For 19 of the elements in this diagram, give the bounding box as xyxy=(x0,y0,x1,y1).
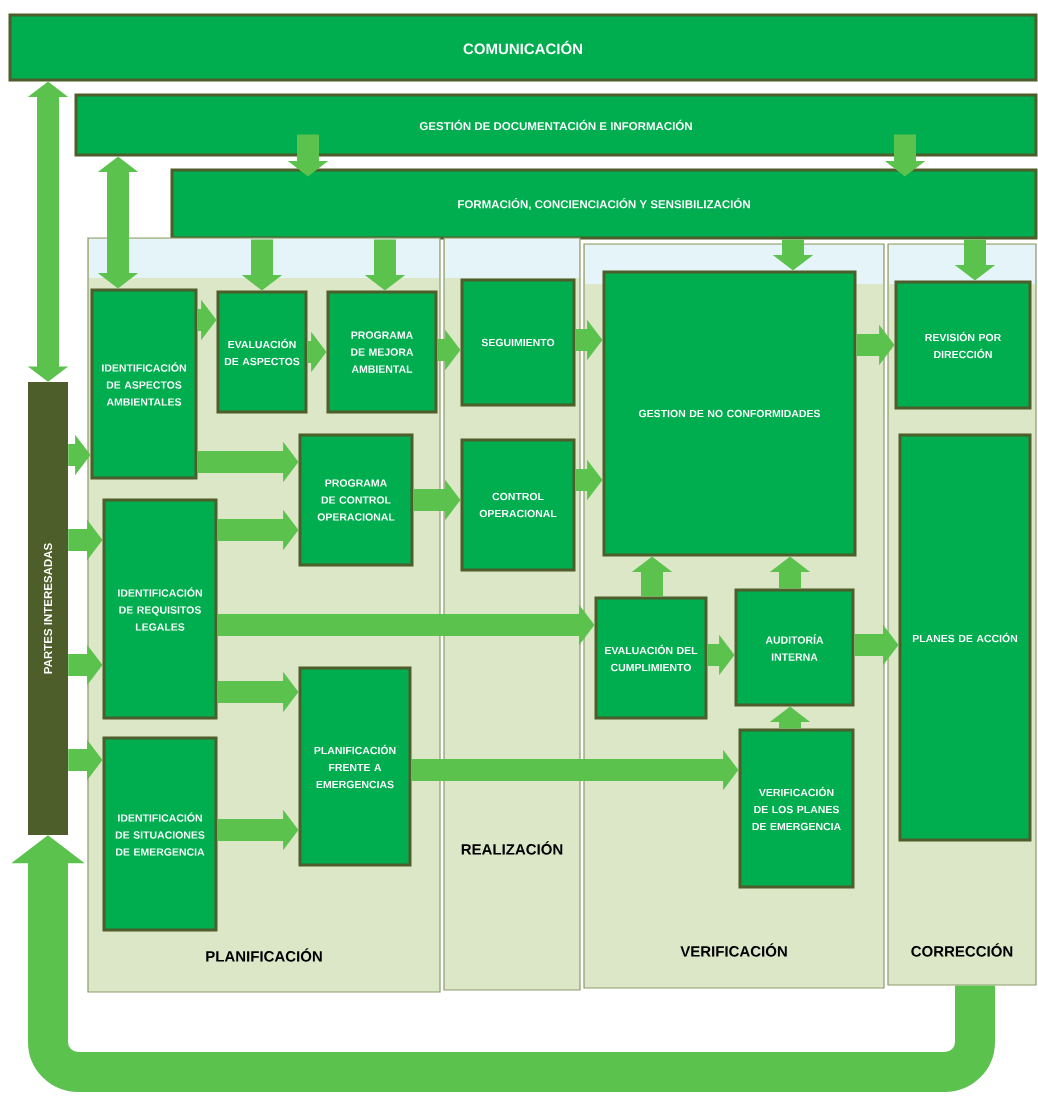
process-box: SEGUIMIENTO xyxy=(460,278,576,407)
process-box: PROGRAMA DE CONTROL OPERACIONAL xyxy=(298,433,414,567)
banner-box: GESTIÓN DE DOCUMENTACIÓN E INFORMACIÓN xyxy=(74,93,1038,157)
process-box: PLANES DE ACCIÓN xyxy=(898,433,1032,842)
process-box: GESTION DE NO CONFORMIDADES xyxy=(602,270,857,557)
process-box: VERIFICACIÓN DE LOS PLANES DE EMERGENCIA xyxy=(738,728,855,889)
process-box: CONTROL OPERACIONAL xyxy=(460,438,576,572)
process-box: PROGRAMA DE MEJORA AMBIENTAL xyxy=(326,290,438,414)
process-box: EVALUACIÓN DEL CUMPLIMIENTO xyxy=(594,596,708,720)
process-box: AUDITORÍA INTERNA xyxy=(734,588,855,707)
process-box: IDENTIFICACIÓN DE SITUACIONES DE EMERGENCIA xyxy=(102,736,218,932)
process-box: IDENTIFICACIÓN DE REQUISITOS LEGALES xyxy=(102,498,218,720)
side-bar: PARTES INTERESADAS xyxy=(28,382,68,835)
process-box: REVISIÓN POR DIRECCIÓN xyxy=(894,280,1032,410)
process-box: EVALUACIÓN DE ASPECTOS xyxy=(216,290,308,414)
banner-box: COMUNICACIÓN xyxy=(8,13,1038,82)
banner-box: FORMACIÓN, CONCIENCIACIÓN Y SENSIBILIZACIÓN xyxy=(170,168,1038,240)
process-box: PLANIFICACIÓN FRENTE A EMERGENCIAS xyxy=(298,666,412,867)
process-box: IDENTIFICACIÓN DE ASPECTOS AMBIENTALES xyxy=(90,288,198,480)
